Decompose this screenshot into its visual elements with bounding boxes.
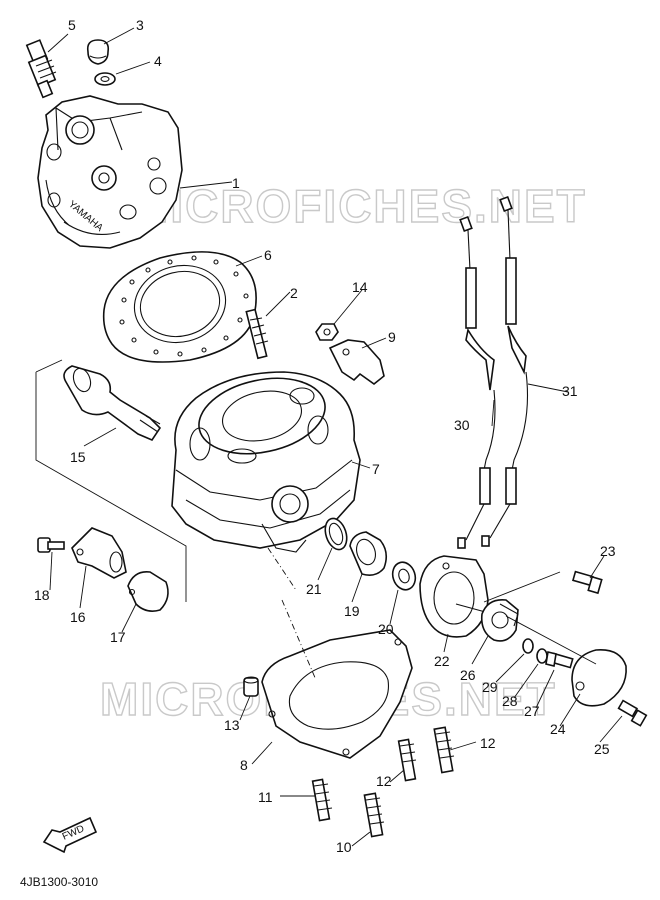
leader-lines <box>47 27 623 847</box>
callout-16: 16 <box>70 609 86 625</box>
callout-6: 6 <box>264 247 272 263</box>
callout-2: 2 <box>290 285 298 301</box>
head-gasket <box>102 251 257 363</box>
assembly-line <box>267 547 317 681</box>
power-valve-cable-1 <box>457 215 496 549</box>
cover-dash-line <box>483 571 597 665</box>
callout-12-left: 12 <box>376 773 392 789</box>
dowel-pin <box>243 676 259 697</box>
callout-29: 29 <box>482 679 498 695</box>
callout-27: 27 <box>524 703 540 719</box>
callout-22: 22 <box>434 653 450 669</box>
drawing-code: 4JB1300-3010 <box>20 875 98 889</box>
callout-4: 4 <box>154 53 162 69</box>
cap-part <box>86 39 110 65</box>
group-box <box>35 359 187 602</box>
callout-19: 19 <box>344 603 360 619</box>
housing-bolt <box>571 570 603 595</box>
callout-8: 8 <box>240 757 248 773</box>
callout-18: 18 <box>34 587 50 603</box>
valve-holder <box>71 527 127 579</box>
pulley-bolt <box>545 651 574 669</box>
thrust-washer <box>522 638 534 654</box>
callout-7: 7 <box>372 461 380 477</box>
valve-pulley <box>480 598 519 642</box>
callout-28: 28 <box>502 693 518 709</box>
stud-bolt <box>245 308 269 360</box>
fwd-arrow-icon: FWD <box>42 816 98 854</box>
valve-housing <box>419 555 501 638</box>
o-ring <box>324 517 348 551</box>
power-valve-tube <box>63 365 162 441</box>
valve-collar <box>349 531 388 576</box>
cover-screw <box>617 699 648 727</box>
callout-26: 26 <box>460 667 476 683</box>
callout-11: 11 <box>258 789 273 805</box>
callout-12-right: 12 <box>480 735 496 751</box>
spark-plug <box>25 39 57 99</box>
cable-bracket <box>328 339 385 386</box>
stud-long-front <box>311 778 333 822</box>
callout-23: 23 <box>600 543 616 559</box>
callout-9: 9 <box>388 329 396 345</box>
stud-short-right <box>433 726 455 774</box>
callout-14: 14 <box>352 279 368 295</box>
cylinder-head: YAMAHA <box>37 95 183 249</box>
callout-24: 24 <box>550 721 566 737</box>
watermark-top: MICROFICHES.NET <box>130 180 587 232</box>
callout-1: 1 <box>232 175 240 191</box>
valve-cover <box>571 649 627 707</box>
washer-part <box>94 72 116 86</box>
stud-short-left <box>397 738 417 782</box>
cylinder-base-gasket <box>261 629 413 759</box>
callout-21: 21 <box>306 581 322 597</box>
callout-13: 13 <box>224 717 240 733</box>
holder-bolt <box>37 537 65 553</box>
callout-17: 17 <box>110 629 126 645</box>
callout-15: 15 <box>70 449 86 465</box>
callout-10: 10 <box>336 839 352 855</box>
callout-31: 31 <box>562 383 578 399</box>
callout-25: 25 <box>594 741 610 757</box>
plain-washer <box>536 648 548 664</box>
stud-long-rear <box>363 792 385 838</box>
power-valve-cable-2 <box>481 195 528 547</box>
callout-30: 30 <box>454 417 470 433</box>
callout-5: 5 <box>68 17 76 33</box>
nut-part <box>315 323 339 341</box>
callout-labels: 5 3 4 1 6 2 14 9 7 15 18 16 17 21 19 20 … <box>34 17 616 855</box>
oil-seal <box>391 561 417 591</box>
callout-3: 3 <box>136 17 144 33</box>
holder-gasket <box>127 570 169 612</box>
cylinder-block <box>171 371 361 553</box>
callout-20: 20 <box>378 621 394 637</box>
